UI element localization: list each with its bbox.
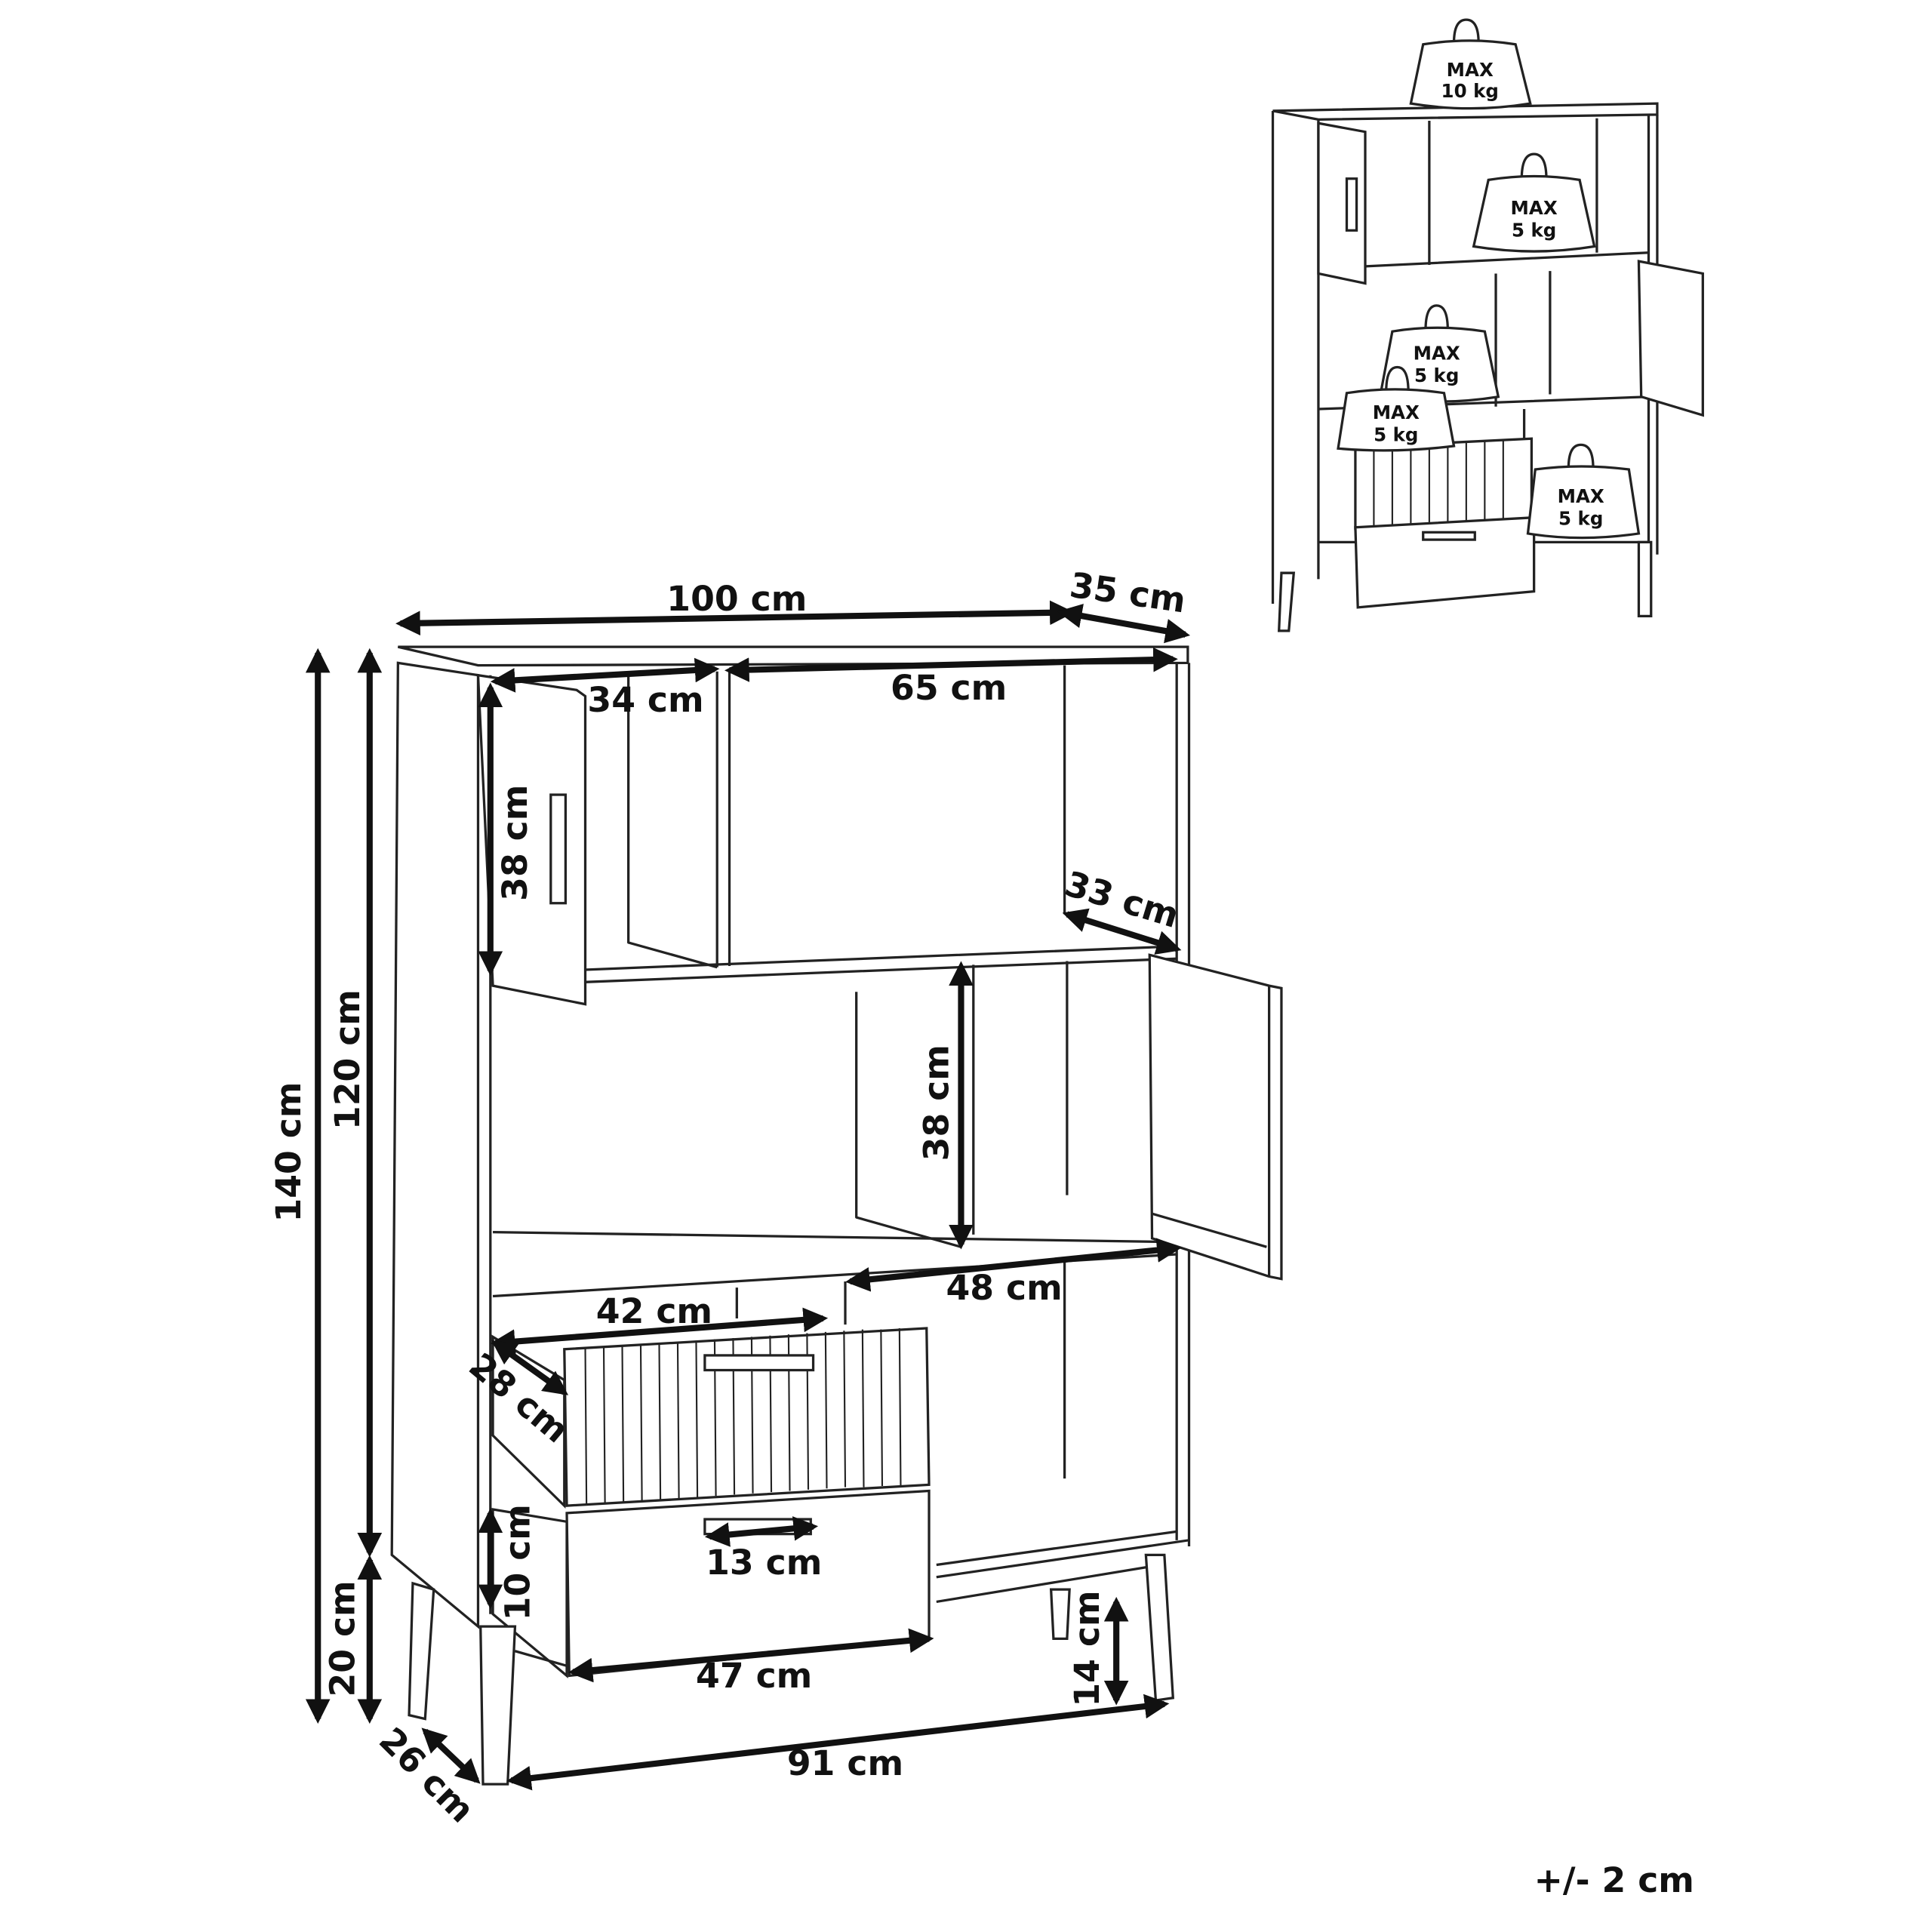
- weight-value: 5 kg: [1414, 365, 1459, 386]
- label-leg-span-width: 91 cm: [787, 1743, 903, 1783]
- weight-5kg-bottom-shelf: MAX 5 kg: [1526, 443, 1641, 540]
- cabinet-left-side: [390, 661, 480, 1629]
- weight-label: MAX: [1511, 197, 1558, 219]
- weight-value: 5 kg: [1374, 423, 1418, 445]
- weight-value: 5 kg: [1558, 508, 1603, 530]
- label-base-height: 20 cm: [323, 1580, 363, 1697]
- weight-5kg-drawer: MAX 5 kg: [1337, 365, 1456, 452]
- drawer-ribs: [584, 1327, 902, 1505]
- weight-label: MAX: [1414, 343, 1460, 365]
- weight-5kg-top-shelf: MAX 5 kg: [1472, 152, 1596, 253]
- weight-value: 5 kg: [1512, 219, 1556, 241]
- dimension-lines: [305, 600, 1191, 1791]
- base-rail: [515, 1566, 1146, 1667]
- label-drawer-front-width: 47 cm: [696, 1656, 812, 1696]
- weight-10kg: MAX 10 kg: [1409, 18, 1532, 110]
- label-width-total: 100 cm: [666, 579, 807, 619]
- middle-right-door: [1148, 953, 1283, 1281]
- label-drawer-inner-width: 42 cm: [596, 1291, 712, 1331]
- weight-5kg-middle-shelf: MAX 5 kg: [1378, 304, 1500, 403]
- weight-value: 10 kg: [1441, 80, 1499, 102]
- door-handle: [549, 793, 568, 905]
- door-edge: [1152, 986, 1271, 1277]
- label-body-height: 120 cm: [328, 989, 368, 1130]
- cabinet-shelves: [492, 945, 1189, 1579]
- label-top-height: 38 cm: [495, 785, 535, 901]
- label-height-total: 140 cm: [269, 1082, 309, 1223]
- label-middle-height: 38 cm: [917, 1044, 957, 1161]
- label-middle-right-width: 48 cm: [946, 1268, 1062, 1308]
- drawer-handle: [703, 1354, 815, 1372]
- label-leg-height: 14 cm: [1067, 1590, 1107, 1706]
- weight-label: MAX: [1373, 401, 1420, 423]
- label-drawer-height: 10 cm: [497, 1504, 537, 1620]
- tolerance-note: +/- 2 cm: [1534, 1860, 1694, 1900]
- label-top-left-width: 34 cm: [587, 680, 703, 720]
- label-top-right-width: 65 cm: [891, 668, 1007, 708]
- label-depth-total: 35 cm: [1067, 565, 1188, 621]
- load-limit-inset: MAX 10 kg MAX 5 kg MAX 5 kg MAX 5 kg MAX…: [1271, 18, 1704, 632]
- weight-label: MAX: [1447, 59, 1494, 81]
- label-inner-depth: 33 cm: [1060, 863, 1183, 936]
- weight-label: MAX: [1558, 485, 1604, 507]
- label-handle-width: 13 cm: [706, 1543, 822, 1583]
